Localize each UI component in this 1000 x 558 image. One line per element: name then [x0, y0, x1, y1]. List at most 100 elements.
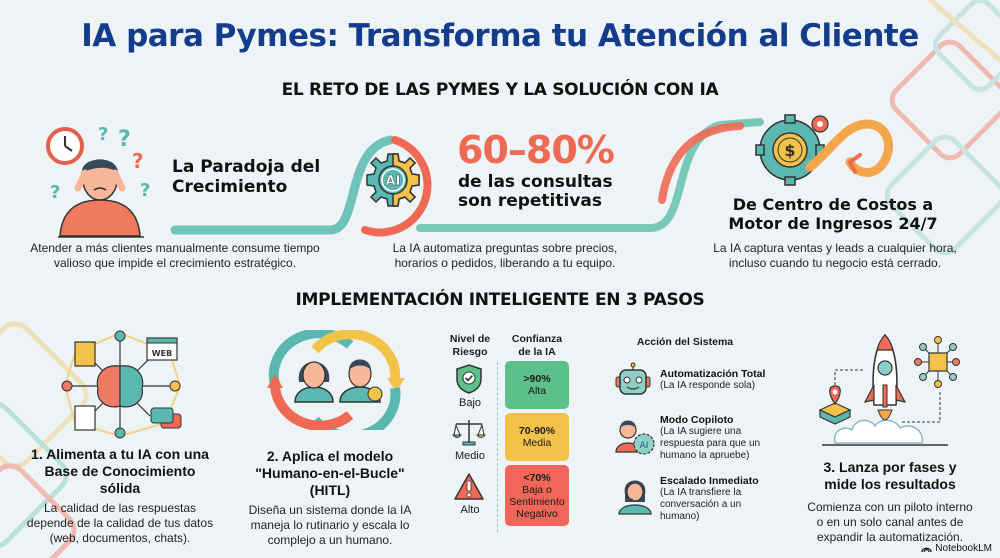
action-description: conversación a un — [660, 499, 742, 510]
risk-level-medium: Medio — [455, 450, 485, 462]
description-line: valioso que impide el crecimiento estrat… — [53, 256, 297, 270]
step-2: 2. Aplica el modelo "Humano-en-el-Bucle"… — [235, 448, 425, 548]
step-1-title: 1. Alimenta a tu IA con una Base de Cono… — [20, 446, 220, 497]
action-copilot-mode: Modo Copiloto (La IA sugiere una respues… — [660, 414, 790, 462]
header-line: de la IA — [518, 346, 556, 358]
card-title-line: De Centro de Costos a — [732, 195, 934, 214]
step-desc-line: depende de la calidad de tus datos — [26, 516, 214, 530]
risk-level-low: Bajo — [458, 397, 482, 409]
card-repetitive-description: La IA automatiza preguntas sobre precios… — [370, 241, 640, 271]
confidence-label: Media — [522, 437, 552, 449]
page-title: IA para Pymes: Transforma tu Atención al… — [81, 18, 919, 54]
step-3: 3. Lanza por fases y mide los resultados… — [795, 459, 985, 545]
step-3-title: 3. Lanza por fases y mide los resultados — [795, 459, 985, 493]
step-title-line: "Humano-en-el-Bucle" — [255, 465, 405, 481]
stat-caption: de las consultas son repetitivas — [458, 173, 613, 211]
svg-text:?: ? — [140, 180, 150, 201]
action-title: Modo Copiloto — [660, 414, 734, 426]
step-desc-line: La calidad de las respuestas — [43, 501, 197, 515]
column-header-action: Acción del Sistema — [636, 336, 734, 348]
risk-level-high: Alto — [460, 504, 480, 516]
svg-text:?: ? — [132, 149, 144, 173]
stressed-person-icon: ? ? ? ? ? — [46, 124, 150, 238]
confidence-value: >90% — [523, 373, 551, 385]
description-line: horarios o pedidos, liberando a tu equip… — [394, 256, 616, 270]
step-desc-line: o en un solo canal antes de — [816, 515, 964, 529]
action-title: Automatización Total — [660, 368, 766, 380]
notebooklm-logo-icon — [921, 547, 932, 553]
step-1: 1. Alimenta a tu IA con una Base de Cono… — [20, 446, 220, 546]
step-title-line: sólida — [99, 480, 141, 496]
rocket-launch-icon — [818, 333, 960, 446]
step-desc-line: Comienza con un piloto interno — [807, 500, 973, 514]
stat-repetitive-percent: 60–80% — [457, 128, 615, 172]
svg-text:$: $ — [784, 141, 795, 160]
card-revenue-engine-description: La IA captura ventas y leads a cualquier… — [690, 241, 980, 271]
shield-check-icon — [456, 364, 482, 394]
action-description: humano) — [660, 511, 700, 522]
step-title-line: 3. Lanza por fases y — [823, 459, 957, 475]
step-title-line: Base de Conocimiento — [44, 463, 196, 479]
header-line: Nivel de — [449, 333, 491, 345]
action-immediate-escalation: Escalado Inmediato (La IA transfiere la … — [660, 475, 790, 523]
card-growth-paradox-description: Atender a más clientes manualmente consu… — [20, 241, 330, 271]
confidence-label: Sentimiento — [509, 495, 565, 508]
human-loop-icon — [267, 330, 405, 430]
step-desc-line: complejo a un humano. — [267, 533, 393, 547]
brand-label: NotebookLM — [935, 543, 992, 554]
step-title-line: (HITL) — [309, 482, 351, 498]
action-full-automation: Automatización Total (La IA responde sol… — [660, 368, 790, 392]
confidence-medium-box: 70-90% Media — [505, 413, 569, 461]
warning-triangle-icon — [454, 473, 484, 500]
step-desc-line: maneja lo rutinario y escala lo — [250, 518, 410, 532]
confidence-value: 70-90% — [518, 425, 556, 437]
card-title-line: Crecimiento — [172, 177, 288, 197]
notebooklm-brand: NotebookLM — [921, 543, 992, 554]
step-title-line: 2. Aplica el modelo — [266, 448, 394, 464]
step-2-title: 2. Aplica el modelo "Humano-en-el-Bucle"… — [235, 448, 425, 499]
step-title-line: 1. Alimenta a tu IA con una — [31, 446, 209, 462]
ai-gear-icon: AI — [366, 153, 420, 207]
support-agent-icon — [618, 480, 652, 515]
stat-caption-line: de las consultas — [458, 172, 613, 192]
header-line: Confianza — [511, 333, 563, 345]
column-header-risk: Nivel de Riesgo — [440, 333, 500, 359]
confidence-label: Alta — [527, 385, 547, 397]
description-line: La IA automatiza preguntas sobre precios… — [392, 241, 618, 255]
confidence-label: Negativo — [516, 507, 558, 520]
balance-scale-icon — [452, 420, 486, 446]
confidence-high-box: >90% Alta — [505, 361, 569, 409]
description-line: Atender a más clientes manualmente consu… — [30, 241, 320, 255]
card-title-line: Motor de Ingresos 24/7 — [728, 214, 938, 233]
step-2-description: Diseña un sistema donde la IA maneja lo … — [235, 503, 425, 548]
svg-text:?: ? — [50, 182, 60, 203]
dollar-gear-infinity-icon: $ — [755, 114, 893, 186]
action-description: humano la apruebe) — [660, 450, 750, 461]
action-title: Escalado Inmediato — [660, 475, 759, 487]
confidence-value: <70% — [523, 471, 551, 484]
svg-text:?: ? — [98, 124, 108, 145]
step-3-description: Comienza con un piloto interno o en un s… — [795, 500, 985, 545]
section-heading-steps: IMPLEMENTACIÓN INTELIGENTE EN 3 PASOS — [295, 290, 705, 310]
section-heading-challenge: EL RETO DE LAS PYMES Y LA SOLUCIÓN CON I… — [281, 80, 719, 100]
action-description: (La IA responde sola) — [660, 380, 756, 391]
column-header-confidence: Confianza de la IA — [503, 333, 571, 359]
step-desc-line: (web, documentos, chats). — [49, 531, 191, 545]
stat-caption-line: son repetitivas — [458, 191, 603, 211]
person-ai-gear-icon: AI — [615, 420, 655, 455]
robot-icon — [615, 362, 651, 395]
header-line: Riesgo — [452, 346, 488, 358]
card-revenue-engine-title: De Centro de Costos a Motor de Ingresos … — [718, 195, 948, 233]
svg-text:AI: AI — [640, 441, 649, 451]
step-1-description: La calidad de las respuestas depende de … — [20, 501, 220, 546]
svg-text:AI: AI — [386, 174, 401, 189]
brain-network-icon: WEB — [61, 330, 182, 439]
table-divider — [497, 362, 498, 532]
description-line: incluso cuando tu negocio está cerrado. — [728, 256, 942, 270]
svg-text:WEB: WEB — [152, 349, 172, 358]
card-title-line: La Paradoja del — [172, 157, 321, 177]
confidence-label: Baja o — [522, 483, 552, 496]
action-description: (La IA transfiere la — [660, 487, 742, 498]
step-desc-line: Diseña un sistema donde la IA — [248, 503, 412, 517]
description-line: La IA captura ventas y leads a cualquier… — [713, 241, 957, 255]
